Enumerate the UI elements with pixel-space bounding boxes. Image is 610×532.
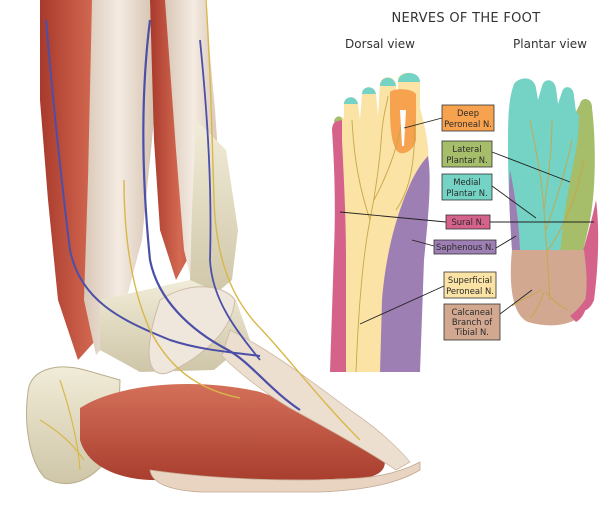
label-sural: Sural N. — [445, 214, 491, 230]
toe-tendons — [149, 461, 421, 493]
plantar-nerve-branches — [511, 119, 585, 319]
calcaneal-nerve-illustration — [39, 379, 85, 471]
leader-sural-left — [339, 211, 447, 223]
svg-text:Tibial N.: Tibial N. — [454, 327, 489, 337]
dorsal-toe-tip-1 — [344, 97, 358, 104]
foot-tendons — [221, 329, 411, 471]
label-deep-peroneal: Deep Peroneal N. — [441, 104, 495, 132]
leader-saphenous-left — [411, 239, 435, 247]
dorsal-nerve-branches — [351, 95, 415, 373]
dorsal-toe-tip-2 — [362, 87, 376, 94]
label-superficial-peroneal: Superficial Peroneal N. — [443, 271, 497, 299]
leader-calcaneal — [499, 289, 533, 315]
plantar-lateral-region — [560, 99, 595, 262]
label-calcaneal: Calcaneal Branch of Tibial N. — [443, 303, 501, 341]
label-medial-plantar: Medial Plantar N. — [441, 173, 493, 201]
diagram-title: NERVES OF THE FOOT — [392, 11, 541, 26]
leader-superficial-peroneal — [359, 285, 445, 325]
svg-text:Peroneal N.: Peroneal N. — [444, 119, 492, 129]
plantar-foot — [508, 78, 599, 326]
leader-deep-peroneal — [403, 117, 443, 129]
svg-text:Plantar N.: Plantar N. — [446, 155, 487, 165]
plantar-saphenous-region — [509, 170, 520, 258]
plantar-view-label: Plantar view — [513, 37, 587, 51]
svg-text:Peroneal N.: Peroneal N. — [446, 286, 494, 296]
achilles-tendon — [84, 0, 154, 355]
svg-text:Lateral: Lateral — [452, 144, 481, 154]
dorsal-saphenous-region — [380, 156, 430, 372]
dorsal-sural-region — [330, 119, 346, 373]
label-lateral-plantar: Lateral Plantar N. — [441, 140, 493, 168]
plantar-lateral-toe — [576, 99, 592, 124]
plantar-heel-sural-edge — [570, 290, 590, 322]
leader-saphenous-right — [495, 235, 517, 249]
plantar-calcaneal-region — [510, 250, 587, 326]
svg-text:Superficial: Superficial — [448, 275, 492, 285]
deep-peroneal-mark — [400, 110, 406, 146]
label-saphenous: Saphenous N. — [433, 239, 497, 255]
svg-text:Sural N.: Sural N. — [451, 217, 484, 227]
dorsal-vein — [199, 39, 261, 361]
dorsal-toe-tip-3 — [380, 77, 396, 86]
svg-text:Saphenous N.: Saphenous N. — [436, 242, 494, 252]
dorsal-toe-tip-5 — [334, 116, 342, 122]
svg-text:Medial: Medial — [453, 177, 480, 187]
leader-lines — [339, 117, 594, 325]
sole-muscle — [80, 384, 385, 482]
flexor-retinaculum — [148, 286, 236, 375]
ankle-anatomy-illustration — [26, 0, 421, 493]
svg-text:Deep: Deep — [457, 108, 479, 118]
great-saphenous-vein — [45, 19, 261, 357]
svg-text:Branch of: Branch of — [452, 317, 493, 327]
leader-medial-plantar — [491, 185, 537, 219]
dorsal-view-label: Dorsal view — [345, 37, 415, 51]
svg-text:Plantar N.: Plantar N. — [446, 188, 487, 198]
leader-lateral-plantar — [491, 151, 571, 183]
dorsal-foot — [330, 72, 430, 373]
dorsal-toe-tip-4 — [398, 73, 420, 82]
svg-text:Calcaneal: Calcaneal — [452, 307, 493, 317]
tibial-nerve-illustration — [123, 179, 241, 399]
sural-nerve-illustration — [205, 0, 361, 441]
small-saphenous-vein — [142, 19, 301, 411]
